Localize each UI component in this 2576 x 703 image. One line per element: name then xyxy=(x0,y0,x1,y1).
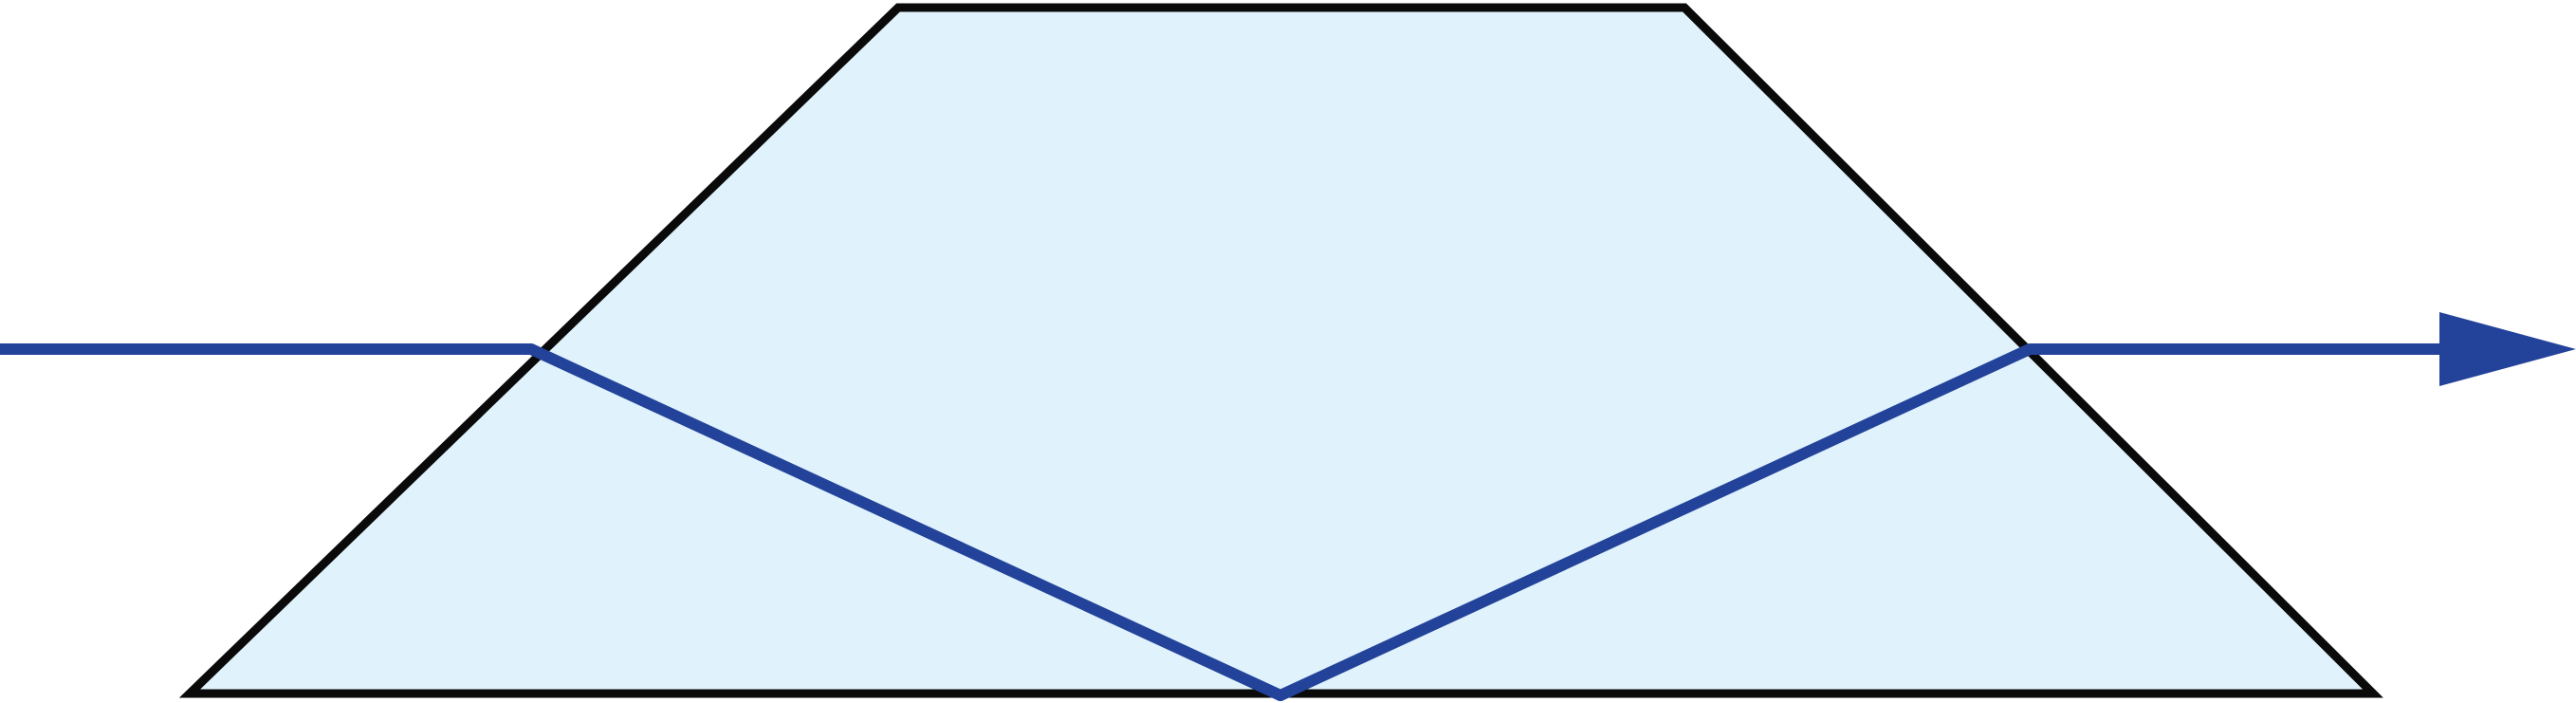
reflected-ray-up xyxy=(1275,343,2035,701)
arrowhead-icon xyxy=(2439,312,2576,386)
refracted-ray-down xyxy=(525,343,1286,701)
prism-body xyxy=(178,3,2383,698)
